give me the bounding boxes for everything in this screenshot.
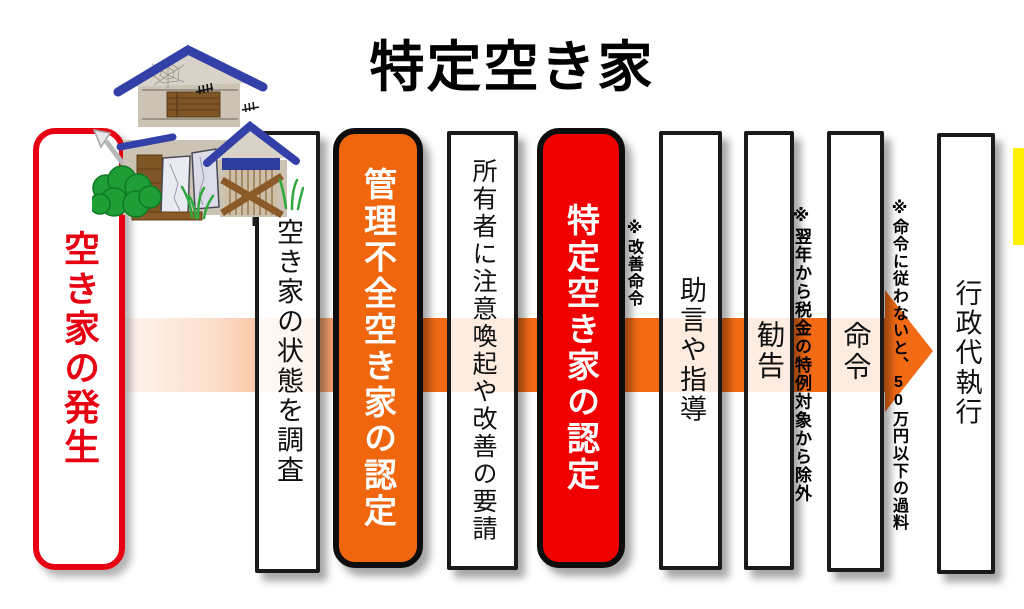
page-title: 特定空き家 (369, 36, 655, 98)
boarded-shed (203, 101, 300, 226)
house-roof (113, 44, 268, 97)
stage-label: 所有者に注意喚起や改善の要請 (469, 158, 497, 543)
stage-label: 管理不全空き家の認定 (359, 166, 397, 530)
stage-gyousei-daishikkou: 行政代執行 (937, 133, 995, 574)
stage-chuui-kanki: 所有者に注意喚起や改善の要請 (447, 131, 518, 570)
house-bush (92, 165, 162, 218)
stage-jogen-shidou: 助言や指導 (659, 131, 722, 570)
boarded-window (166, 91, 221, 118)
stage-kanri-fuzen-nintei: 管理不全空き家の認定 (333, 128, 423, 568)
vacant-house-illustration (92, 44, 304, 226)
stage-tokutei-akiya-nintei: 特定空き家の認定 (537, 128, 625, 568)
stage-label: 空き家の発生 (59, 230, 100, 468)
roof-vent-marks (195, 82, 214, 95)
stage-meirei: 命令 (827, 131, 884, 572)
stage-label: 勧告 (754, 319, 785, 382)
note-fine: ※命令に従わないと、50万円以下の過料 (890, 198, 907, 532)
stage-label: 助言や指導 (676, 276, 706, 425)
stage-label: 特定空き家の認定 (562, 202, 600, 494)
note-improvement-order: ※改善命令 (625, 218, 642, 308)
grass-tufts (180, 178, 304, 220)
stage-akiya-hassei: 空き家の発生 (33, 128, 125, 570)
stage-joutai-chousa: 空き家の状態を調査 (255, 131, 320, 573)
yellow-highlight-bar (1013, 148, 1024, 245)
note-tax-exclusion: ※翌年から税金の特例対象から除外 (792, 206, 811, 503)
stage-kankoku: 勧告 (744, 131, 794, 570)
stage-label: 命令 (840, 320, 872, 383)
stage-label: 行政代執行 (951, 279, 982, 428)
stage-label: 空き家の状態を調査 (273, 218, 303, 486)
